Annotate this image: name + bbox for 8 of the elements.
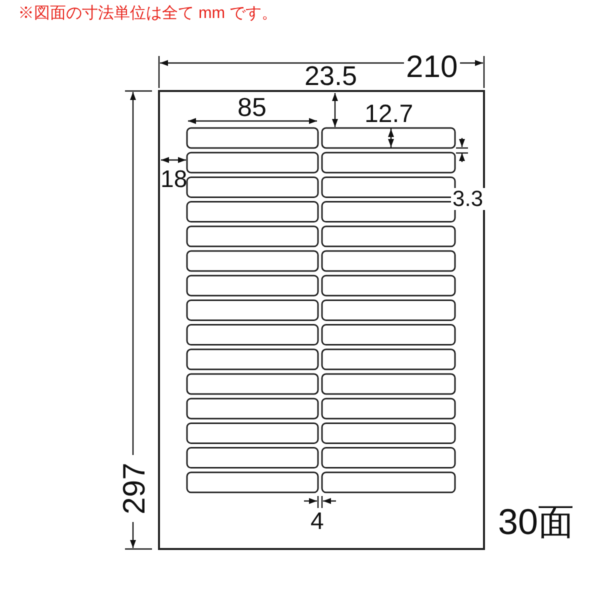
dimension-label: 12.7 [364, 102, 414, 126]
dimension-label: 18 [160, 168, 188, 192]
dimension-label: 85 [238, 94, 266, 120]
dimension-label: 23.5 [304, 62, 358, 90]
note-text: ※図面の寸法単位は全て mm です。 [18, 6, 278, 22]
dimension-label: 4 [310, 510, 324, 534]
sheet-count-label: 30面 [498, 504, 574, 540]
dimension-label: 3.3 [450, 188, 486, 210]
